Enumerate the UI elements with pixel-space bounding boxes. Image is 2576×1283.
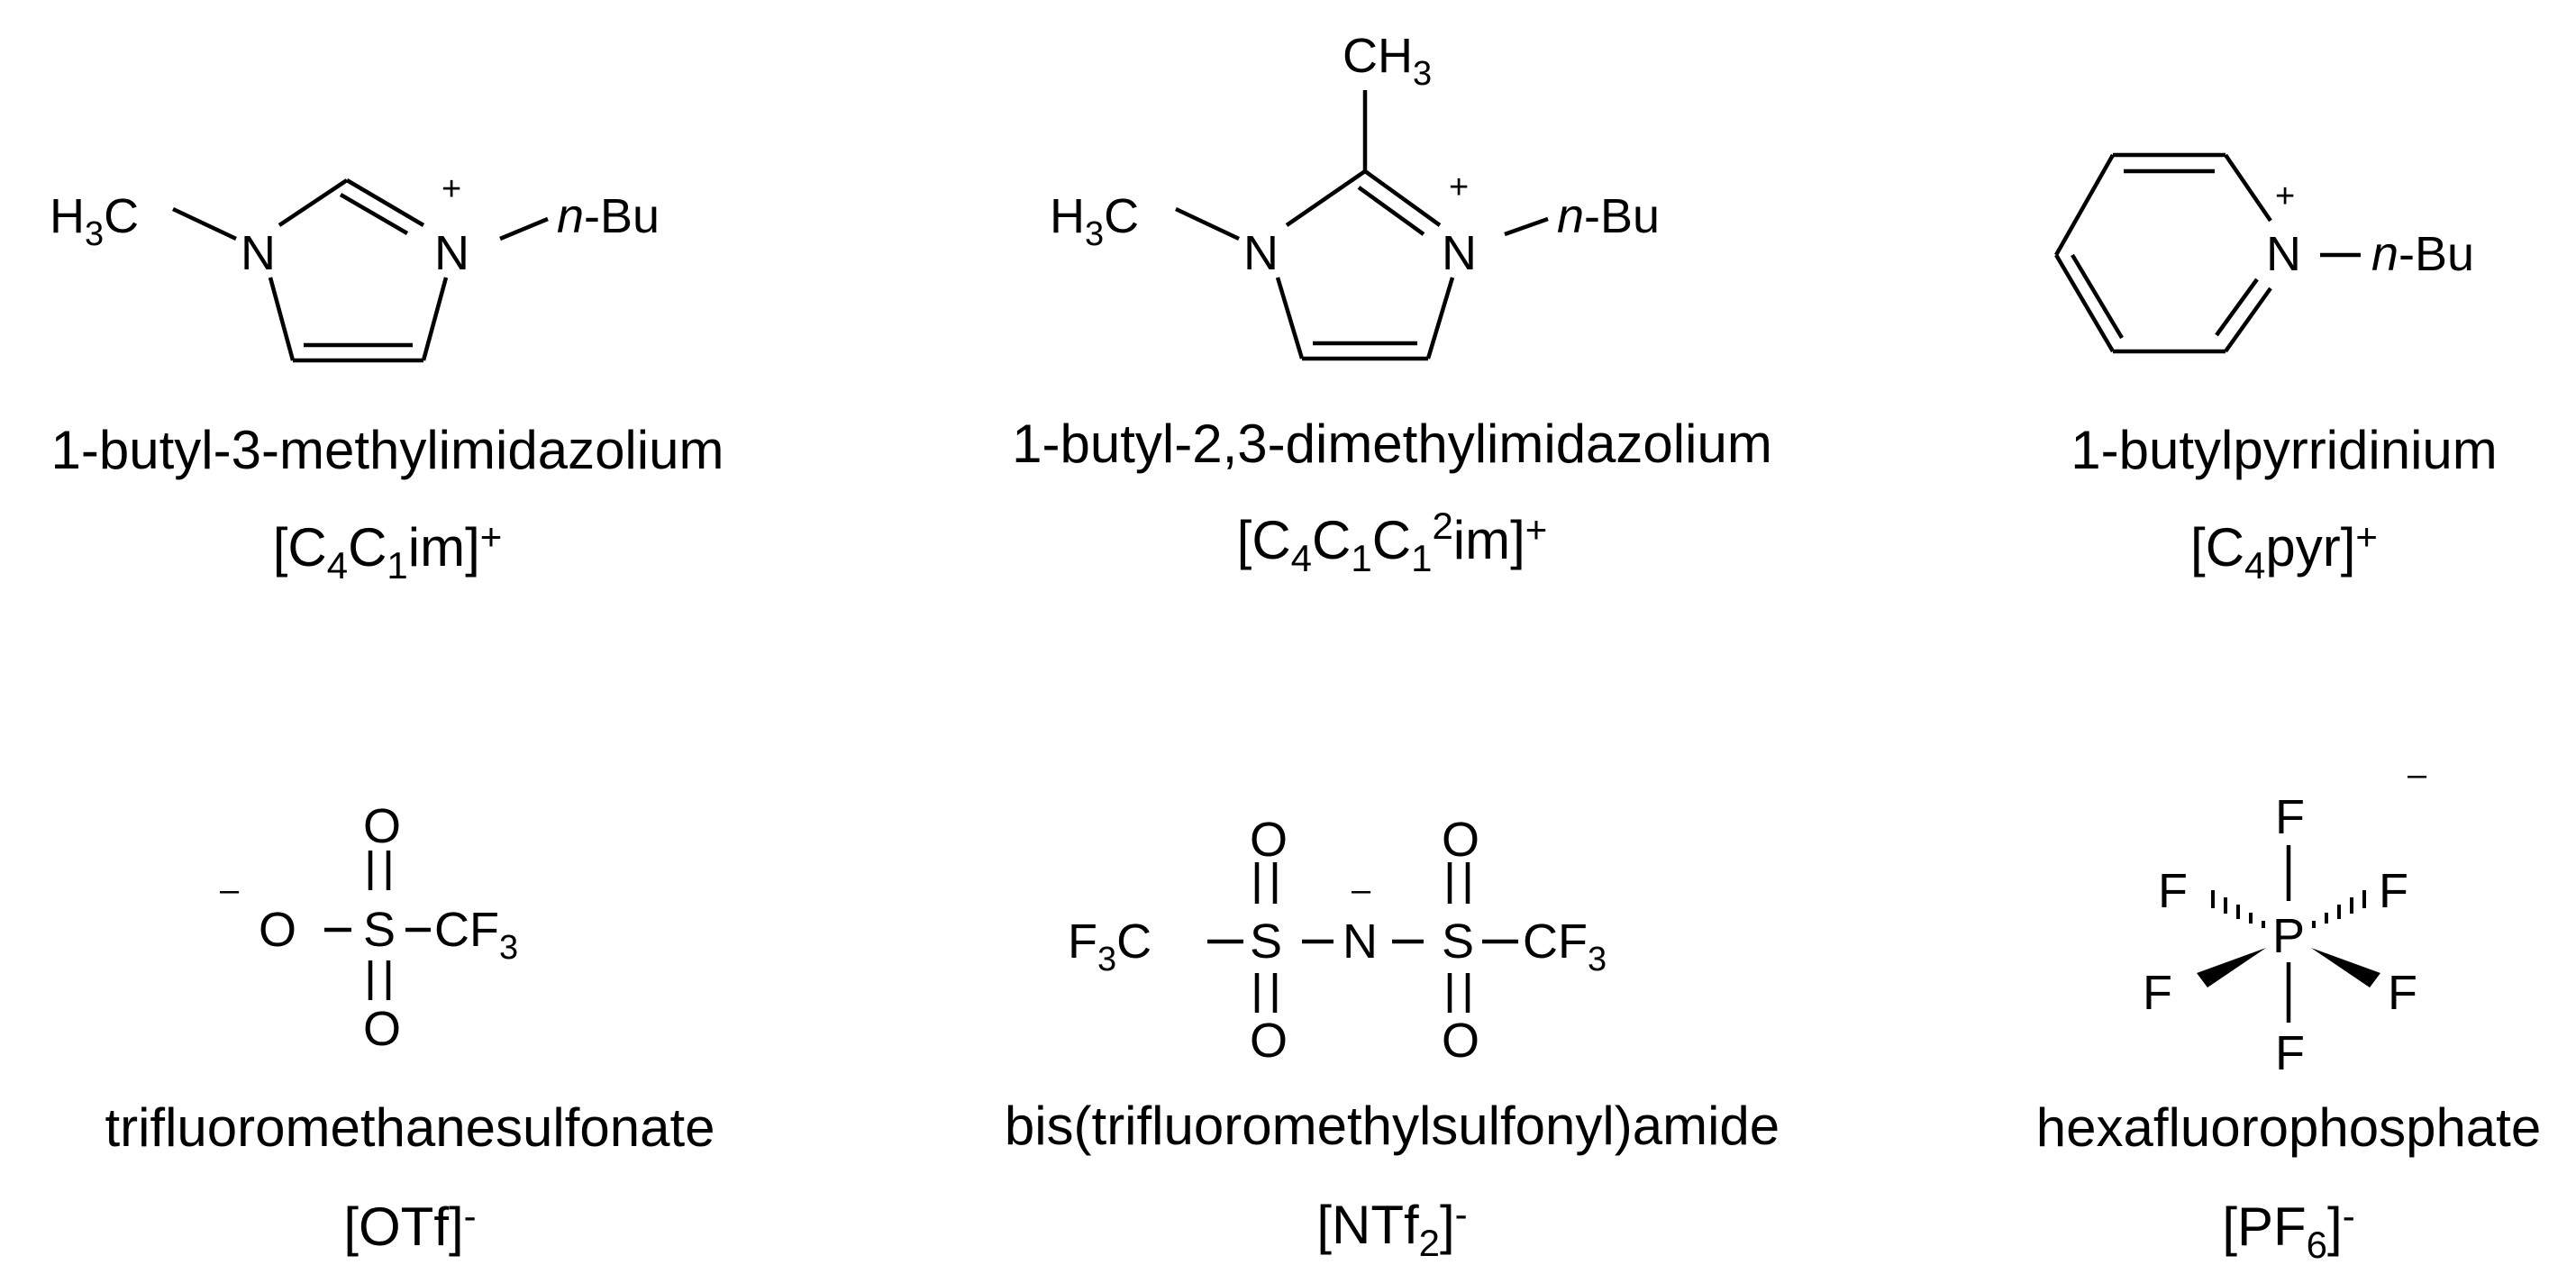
fluorine-top-label: F xyxy=(2275,790,2305,844)
nitrogen-1-label: N xyxy=(241,226,276,280)
bond xyxy=(499,216,549,241)
charge-label: – xyxy=(2408,756,2427,794)
sulfur-2-label: S xyxy=(1442,914,1474,969)
butyl-label: n-Bu xyxy=(2371,227,2474,281)
name-ntf2: bis(trifluoromethylsulfonyl)amide xyxy=(1005,1096,1780,1156)
oxygen-1-bottom-label: O xyxy=(1250,1014,1288,1068)
bond xyxy=(2054,253,2115,353)
name-c4pyr: 1-butylpyrridinium xyxy=(2071,420,2498,480)
wedge-bond-lower-left xyxy=(2197,948,2266,987)
formula-c4pyr: [C4pyr]+ xyxy=(2190,515,2378,587)
nitrogen-3-label: N xyxy=(1442,226,1477,280)
bond xyxy=(1285,169,1367,227)
bond xyxy=(421,277,449,361)
methyl-label: H3C xyxy=(50,189,139,253)
bond xyxy=(1425,277,1455,359)
charge-label: + xyxy=(441,170,461,208)
bond xyxy=(2071,253,2124,340)
name-c4c1im: 1-butyl-3-methylimidazolium xyxy=(51,420,724,480)
butyl-label: n-Bu xyxy=(1557,189,1660,243)
bond xyxy=(345,178,425,227)
bond xyxy=(2215,278,2259,337)
charge-label: – xyxy=(220,871,240,909)
structure-otf: – O S O O CF3 xyxy=(220,799,518,1056)
cf3-right-label: CF3 xyxy=(1523,914,1607,978)
bond xyxy=(2054,153,2115,257)
bond xyxy=(339,193,409,235)
structure-c4c1im: H3C N N + n-Bu xyxy=(50,170,660,363)
sulfur-1-label: S xyxy=(1250,914,1282,969)
formula-ntf2: [NTf2]- xyxy=(1316,1193,1467,1264)
charge-label: + xyxy=(1449,168,1469,206)
structure-c4c1c12im: H3C CH3 N N + n-Bu xyxy=(1050,29,1660,361)
bond xyxy=(172,206,237,241)
bond xyxy=(1357,186,1425,236)
methyl-label: H3C xyxy=(1050,189,1139,253)
name-otf: trifluoromethanesulfonate xyxy=(105,1097,715,1158)
name-pf6: hexafluorophosphate xyxy=(2036,1097,2541,1158)
wedge-bond-lower-right xyxy=(2311,948,2380,987)
nitrogen-label: N xyxy=(2266,227,2301,281)
formula-pf6: [PF6]- xyxy=(2222,1195,2354,1266)
bond xyxy=(1363,169,1442,227)
nitrogen-1-label: N xyxy=(1243,226,1279,280)
oxygen-2-bottom-label: O xyxy=(1442,1014,1479,1068)
oxygen-bottom-label: O xyxy=(363,1002,401,1056)
phosphorus-label: P xyxy=(2272,909,2305,963)
name-c4c1c12im: 1-butyl-2,3-dimethylimidazolium xyxy=(1012,414,1772,474)
structure-c4pyr: N + n-Bu xyxy=(2054,152,2474,354)
butyl-label: n-Bu xyxy=(557,189,660,243)
oxygen-1-top-label: O xyxy=(1250,813,1288,867)
hash-bond-upper-left xyxy=(2211,890,2265,928)
structure-pf6: P F F F F F F – xyxy=(2143,756,2427,1080)
oxygen-2-top-label: O xyxy=(1442,813,1479,867)
structure-ntf2: F3C S N – S O O O O CF3 xyxy=(1068,813,1607,1068)
bond xyxy=(278,178,349,227)
bond xyxy=(1504,216,1549,237)
bond xyxy=(1275,277,1305,359)
fluorine-bottom-label: F xyxy=(2275,1026,2305,1080)
bond xyxy=(268,277,296,361)
oxygen-label: O xyxy=(259,903,296,957)
formula-c4c1c12im: [C4C1C12im]+ xyxy=(1237,505,1548,579)
bond xyxy=(2224,153,2272,223)
nitrogen-label: N xyxy=(1343,914,1378,969)
fluorine-lower-left-label: F xyxy=(2143,966,2172,1020)
sulfur-label: S xyxy=(363,903,396,957)
formula-c4c1im: [C4C1im]+ xyxy=(273,515,503,587)
fluorine-lower-right-label: F xyxy=(2388,966,2417,1020)
methyl-2-label: CH3 xyxy=(1343,29,1432,93)
fluorine-upper-right-label: F xyxy=(2379,864,2408,918)
bond xyxy=(1175,206,1240,241)
cf3-left-label: F3C xyxy=(1068,914,1151,978)
nitrogen-3-label: N xyxy=(434,226,469,280)
hash-bond-upper-right xyxy=(2312,890,2366,928)
fluorine-upper-left-label: F xyxy=(2158,864,2188,918)
formula-otf: [OTf]- xyxy=(343,1195,476,1257)
bond xyxy=(2224,287,2272,353)
charge-label: + xyxy=(2275,177,2295,215)
cf3-label: CF3 xyxy=(434,903,518,967)
oxygen-top-label: O xyxy=(363,799,401,853)
charge-label: – xyxy=(1352,871,1371,909)
